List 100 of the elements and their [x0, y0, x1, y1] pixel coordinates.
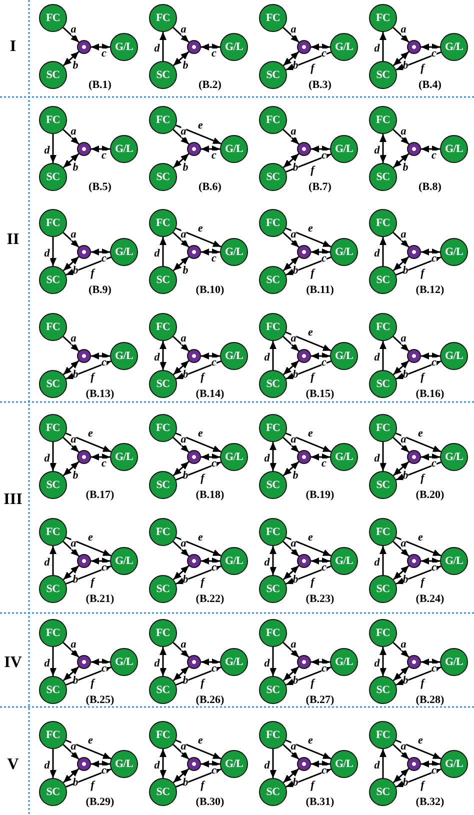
arrow — [270, 647, 276, 676]
arrow — [286, 51, 332, 71]
arrow — [311, 248, 330, 256]
node-circle: SC — [369, 266, 397, 294]
figure-caption: (B.26) — [196, 694, 224, 706]
node-circle: SC — [39, 778, 67, 806]
edge-label: b — [182, 574, 188, 586]
edge-label: b — [182, 266, 188, 276]
figure-caption: (B.27) — [306, 694, 334, 706]
edge-label: a — [70, 741, 76, 752]
figure-caption: (B.13) — [86, 388, 114, 400]
node-circle: SC — [369, 676, 397, 704]
node-circle: SC — [149, 163, 177, 191]
arrow — [172, 27, 190, 43]
figure-caption: (B.1) — [88, 79, 112, 91]
edge-label: d — [264, 760, 270, 771]
row-label: IV — [4, 654, 22, 672]
edge-label: a — [400, 24, 406, 35]
row-label: I — [10, 38, 16, 56]
edge-label: c — [322, 458, 326, 470]
arrow — [176, 565, 222, 585]
figure-caption: (B.11) — [306, 284, 334, 296]
node-circle: G/L — [110, 33, 138, 61]
arrow — [392, 642, 410, 658]
edge-label: c — [432, 458, 436, 470]
edge-label: d — [264, 453, 270, 464]
node-circle: FC — [369, 414, 397, 442]
edge-label: a — [400, 126, 406, 137]
arrow — [392, 336, 410, 352]
edge-label: b — [292, 370, 298, 380]
edge-label: a — [400, 741, 406, 752]
edge-label: c — [212, 358, 216, 368]
node-circle: FC — [259, 313, 287, 341]
edge-label: f — [200, 474, 204, 484]
edge-label: a — [70, 639, 76, 650]
arrow — [286, 432, 332, 452]
arrow — [282, 360, 300, 376]
edge-label: a — [180, 639, 186, 650]
hub-circle — [407, 554, 421, 568]
node-circle: G/L — [330, 443, 358, 471]
node-circle: FC — [369, 4, 397, 32]
node-circle: SC — [259, 575, 287, 603]
arrow — [396, 768, 442, 788]
arrow — [62, 768, 80, 784]
arrow — [311, 658, 330, 666]
edge-label: b — [292, 266, 298, 276]
node-circle: SC — [259, 370, 287, 398]
arrow — [286, 228, 332, 248]
edge-label: f — [420, 64, 424, 74]
arrow — [282, 666, 300, 682]
node-circle: FC — [259, 209, 287, 237]
edge-label: b — [72, 370, 78, 380]
node-circle: FC — [149, 721, 177, 749]
node-circle: G/L — [330, 648, 358, 676]
edge-label: d — [154, 43, 160, 54]
arrow — [380, 749, 386, 778]
arrow — [91, 248, 110, 256]
arrow — [311, 352, 330, 360]
node-circle: FC — [39, 4, 67, 32]
figure-caption: (B.17) — [86, 489, 114, 501]
arrow — [172, 51, 190, 66]
arrow — [282, 336, 300, 352]
edge-label: c — [322, 766, 326, 776]
arrow — [286, 153, 332, 173]
edge-label: b — [72, 778, 78, 788]
edge-label: c — [322, 254, 326, 264]
edge-label: e — [308, 532, 313, 543]
node-circle: SC — [39, 575, 67, 603]
edge-label: a — [290, 126, 296, 137]
arrow — [50, 442, 56, 471]
node-circle: G/L — [330, 135, 358, 163]
arrow — [50, 237, 56, 266]
node-circle: SC — [259, 61, 287, 89]
edge-label: b — [292, 60, 298, 72]
node-circle: FC — [39, 619, 67, 647]
edge-label: c — [102, 766, 106, 776]
edge-label: c — [322, 150, 326, 162]
edge-label: d — [44, 248, 50, 259]
edge-label: e — [198, 223, 203, 234]
edge-label: a — [290, 639, 296, 650]
figure-caption: (B.14) — [196, 388, 224, 400]
arrow — [201, 760, 220, 768]
edge-label: f — [90, 780, 94, 792]
arrow — [62, 565, 80, 580]
figure-caption: (B.30) — [196, 796, 224, 808]
arrow — [172, 642, 190, 658]
arrow — [176, 536, 222, 556]
arrow — [311, 760, 330, 768]
node-circle: SC — [369, 163, 397, 191]
node-circle: G/L — [110, 342, 138, 370]
arrow — [396, 666, 442, 686]
node-circle: SC — [39, 61, 67, 89]
arrow — [66, 536, 112, 556]
node-circle: FC — [149, 209, 177, 237]
node-circle: SC — [149, 676, 177, 704]
edge-label: f — [310, 166, 314, 176]
arrow — [396, 432, 442, 452]
node-circle: G/L — [440, 342, 468, 370]
edge-label: e — [198, 735, 203, 746]
node-circle: FC — [259, 4, 287, 32]
